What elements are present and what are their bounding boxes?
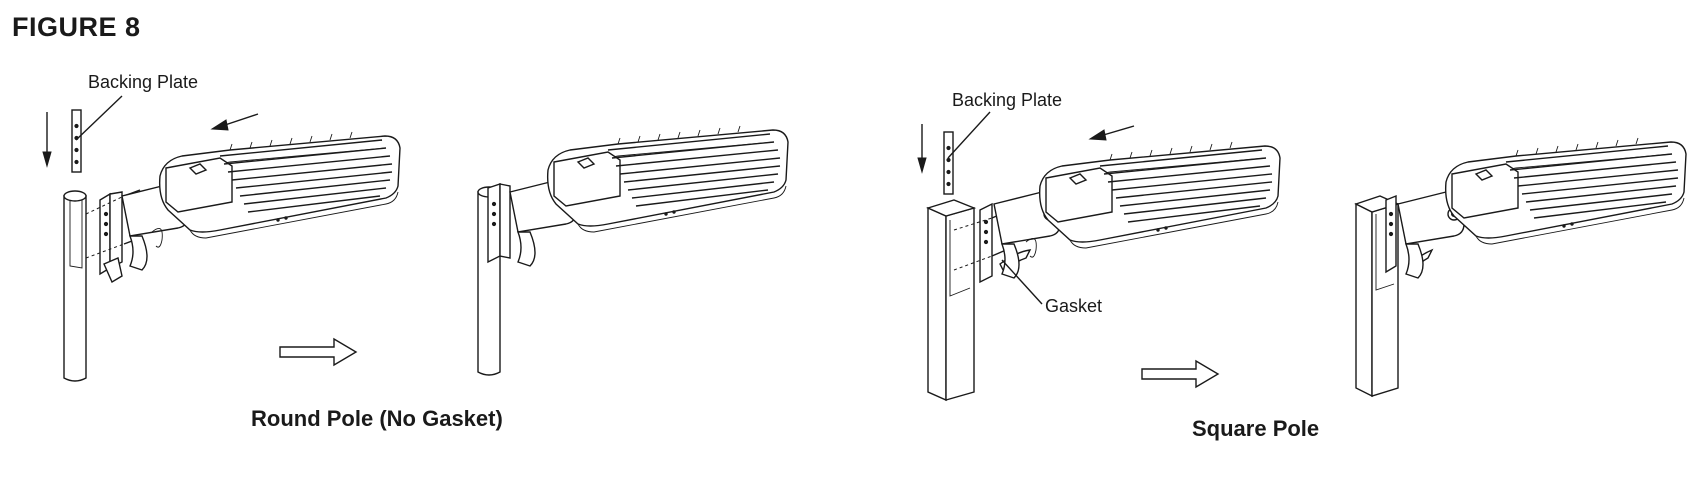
caption-round-pole: Round Pole (No Gasket) (251, 406, 503, 431)
down-arrow-icon (42, 112, 52, 168)
callout-backing-plate-square: Backing Plate (952, 90, 1063, 110)
left-arrow-icon (210, 113, 259, 131)
right-arrow-icon (279, 337, 358, 367)
caption-square-pole: Square Pole (1192, 416, 1320, 441)
figure-title: FIGURE 8 (12, 12, 141, 42)
square-pole-step2 (1354, 137, 1687, 398)
callout-gasket: Gasket (1045, 296, 1103, 316)
right-arrow-icon-square (1141, 359, 1220, 389)
round-pole-step1 (42, 95, 401, 382)
round-pole-step2 (477, 125, 789, 376)
callout-backing-plate-round: Backing Plate (88, 72, 199, 92)
square-pole-step1 (917, 111, 1281, 402)
